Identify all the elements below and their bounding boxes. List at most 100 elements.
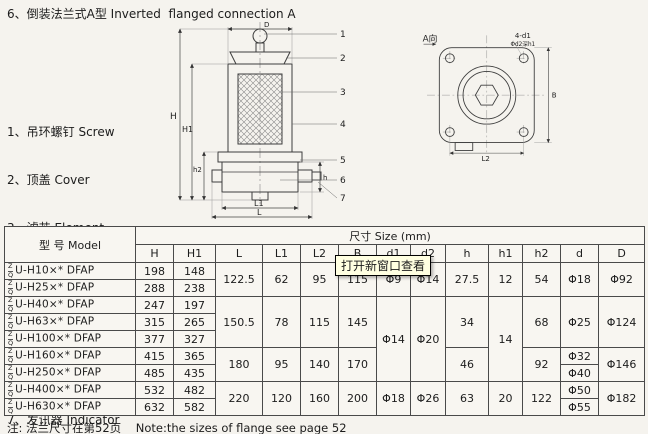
- size-cell: Φ20: [410, 296, 446, 382]
- size-cell: Φ18: [376, 381, 411, 416]
- size-cell: 120: [262, 381, 301, 416]
- model-name: U-H10×* DFAP: [15, 265, 95, 277]
- callout-2: 2: [340, 54, 346, 64]
- size-cell: Φ92: [597, 262, 646, 297]
- size-cell: 63: [445, 381, 489, 416]
- size-cell: 145: [338, 296, 377, 348]
- size-cell: Φ124: [597, 296, 646, 348]
- col-header-d: d: [560, 244, 599, 263]
- size-cell: 582: [173, 398, 216, 416]
- parts-list-item: 2、顶盖 Cover: [7, 173, 90, 187]
- hole-note-1: 4-d1: [515, 31, 531, 40]
- col-header-L: L: [215, 244, 263, 263]
- size-cell: 54: [522, 262, 561, 297]
- size-cell: 485: [135, 364, 174, 382]
- model-name: U-H40×* DFAP: [15, 299, 95, 311]
- callout-7: 7: [340, 194, 346, 204]
- size-cell: 435: [173, 364, 216, 382]
- size-cell: 327: [173, 330, 216, 348]
- hex-port: [474, 84, 499, 106]
- element-shape: [237, 73, 283, 145]
- callout-numbers: 1 2 3 4 5 6 7: [340, 30, 346, 204]
- size-cell: 46: [445, 347, 489, 382]
- callout-leaders: [264, 33, 338, 199]
- size-table: 型 号 Model 尺寸 Size (mm) H H1 L L1 L2 B d1…: [4, 226, 646, 416]
- size-cell: 365: [173, 347, 216, 365]
- size-cell: Φ182: [597, 381, 646, 416]
- size-cell: 632: [135, 398, 174, 416]
- left-port: [211, 169, 223, 183]
- size-cell: Φ26: [410, 381, 446, 416]
- model-name: U-H160×* DFAP: [15, 350, 102, 362]
- size-cell: 34: [445, 296, 489, 348]
- size-cell: 377: [135, 330, 174, 348]
- size-cell: Φ32: [560, 347, 599, 365]
- size-cell: 238: [173, 279, 216, 297]
- callout-1: 1: [340, 30, 346, 40]
- size-cell: 415: [135, 347, 174, 365]
- size-cell: 198: [135, 262, 174, 280]
- size-cell: Φ55: [560, 398, 599, 416]
- size-cell: 115: [300, 296, 339, 348]
- size-cell: 315: [135, 313, 174, 331]
- size-cell: Φ40: [560, 364, 599, 382]
- dim-label-B: B: [552, 91, 557, 100]
- dim-label-L: L: [257, 208, 262, 217]
- size-cell: 220: [215, 381, 263, 416]
- model-name: U-H63×* DFAP: [15, 316, 95, 328]
- filter-body-group: [211, 28, 322, 201]
- dim-label-h2: h2: [193, 166, 202, 174]
- section-view-drawing: D H H1 h2 h L1 L 1 2 3 4 5 6 7: [170, 21, 346, 219]
- bolt-hole: [445, 127, 455, 137]
- footer-note: 注: 法兰尺寸在第52页 Note:the sizes of flange se…: [7, 421, 347, 434]
- page-title: 6、倒装法兰式A型 Inverted flanged connection A: [7, 7, 296, 21]
- size-cell: 20: [488, 381, 523, 416]
- size-cell: 14: [488, 296, 523, 382]
- dim-label-h: h: [323, 174, 327, 182]
- size-cell: 92: [522, 347, 561, 382]
- size-cell: 197: [173, 296, 216, 314]
- size-cell: 200: [338, 381, 377, 416]
- col-header-H: H: [135, 244, 174, 263]
- bolt-hole: [518, 127, 529, 137]
- size-cell: 482: [173, 381, 216, 399]
- size-cell: 78: [262, 296, 301, 348]
- bolt-hole: [445, 53, 455, 64]
- col-header-L2: L2: [300, 244, 339, 263]
- callout-4: 4: [340, 120, 346, 130]
- bottom-port: [454, 142, 474, 151]
- col-header-h: h: [445, 244, 489, 263]
- dim-label-L2: L2: [482, 154, 490, 162]
- size-cell: 288: [135, 279, 174, 297]
- dim-label-H1: H1: [182, 125, 193, 134]
- flange-outline-group: [438, 47, 535, 151]
- view-label: A向: [423, 33, 438, 45]
- size-cell: Φ18: [560, 262, 599, 297]
- col-header-h2: h2: [522, 244, 561, 263]
- bolt-hole: [518, 53, 529, 64]
- size-cell: Φ50: [560, 381, 599, 399]
- bottom-stub: [251, 191, 269, 201]
- parts-list-item: 1、吊环螺钉 Screw: [7, 125, 115, 139]
- size-cell: 12: [488, 262, 523, 297]
- dim-label-L1: L1: [254, 199, 264, 208]
- size-cell: 265: [173, 313, 216, 331]
- size-cell: 122: [522, 381, 561, 416]
- model-name: U-H25×* DFAP: [15, 282, 95, 294]
